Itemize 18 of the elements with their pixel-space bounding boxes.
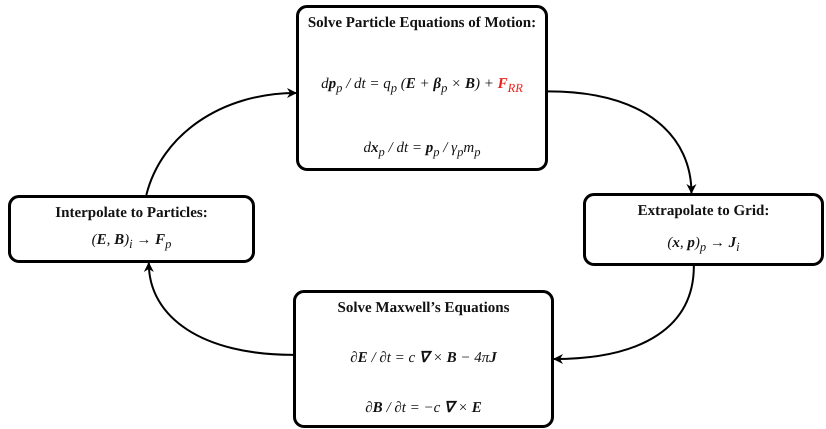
step-heading: Extrapolate to Grid: <box>638 202 770 221</box>
process-box <box>293 290 554 428</box>
equation: ∂B / ∂t = −c ∇ × E <box>365 399 482 417</box>
step-heading: Interpolate to Particles: <box>55 204 208 223</box>
step-heading: Solve Maxwell’s Equations <box>338 299 510 318</box>
equation: (E, B)$_{i}$ → F$_{p}$ <box>92 232 172 252</box>
curved-arrow <box>144 262 294 356</box>
process-box <box>583 193 824 266</box>
equation: dp$_{p}$ / dt = q$_{p}$ (E + β$_{p}$ × B) + F$_{RR}$ <box>321 76 523 96</box>
equation: dx$_{p}$ / dt = p$_{p}$ / γ$_{p}$m$_{p}$ <box>364 140 480 160</box>
process-box <box>8 195 255 263</box>
step-heading: Solve Particle Equations of Motion: <box>308 14 536 33</box>
curved-arrow <box>548 90 696 194</box>
curved-arrow <box>553 266 695 364</box>
curved-arrow <box>145 88 297 196</box>
equation: ∂E / ∂t = c ∇ × B − 4πJ <box>350 349 497 368</box>
process-box <box>296 5 548 171</box>
equation: (x, p)$_{p}$ → J$_{i}$ <box>667 235 740 255</box>
